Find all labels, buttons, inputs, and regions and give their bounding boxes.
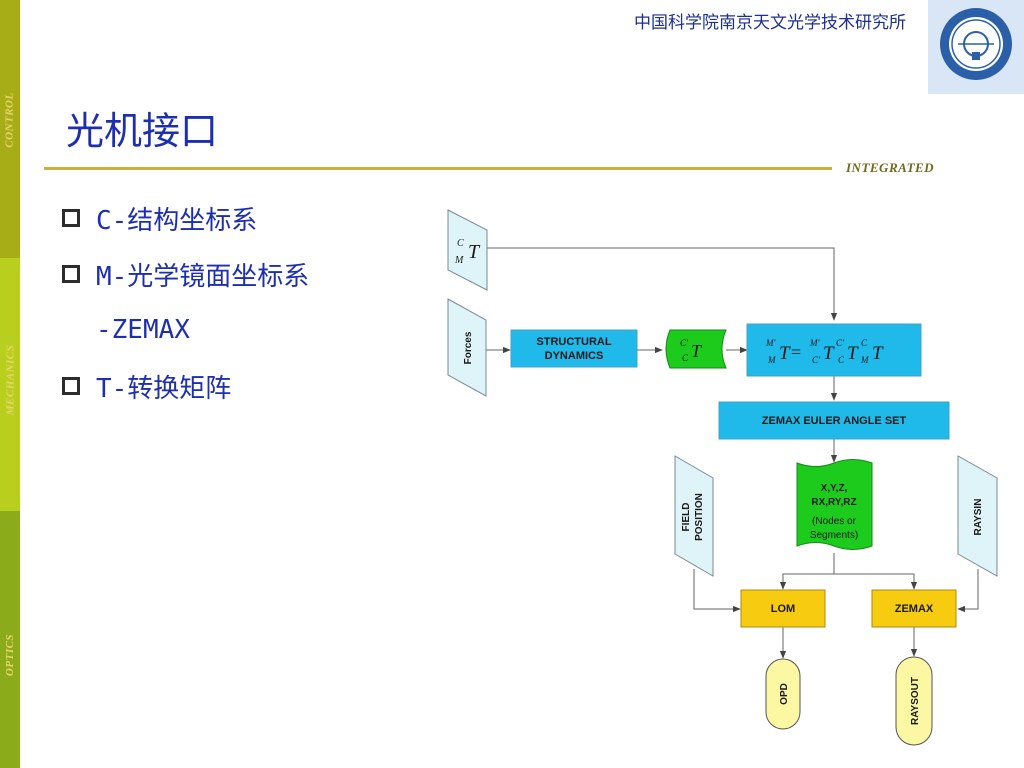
bullet-continuation: -ZEMAX [96,315,190,345]
raysout-label: RAYSOUT [910,677,921,725]
lom-label: LOM [771,603,795,615]
logo-seal-icon [940,8,1012,80]
cct-symbol: T [691,341,703,361]
formula-t3-sup: C' [836,338,845,348]
lom-box: LOM [740,589,826,628]
sidebar-control-band [0,0,20,258]
structural-label-line2: DYNAMICS [545,350,604,362]
bullet-square-icon [62,377,80,395]
institute-logo [928,0,1024,94]
connector-nodes-to-lom [779,553,835,590]
sidebar-label-optics: OPTICS [4,633,16,677]
optomechanical-flow-diagram: C M T Forces STRUCTURAL DYNAMICS C' C T … [447,209,998,746]
flow-connectors [483,247,979,659]
cct-sup: C' [680,338,689,348]
bullet-item: T-转换矩阵 [62,358,309,414]
connector-field-to-lom [693,569,741,613]
raysin-label: RAYSIN [973,499,984,536]
bullet-square-icon [62,265,80,283]
formula-t3-symbol: T [847,343,859,364]
nodes-line1: X,Y,Z, [821,483,848,494]
euler-label: ZEMAX EULER ANGLE SET [762,415,907,427]
connector-cmt-to-formula [483,247,838,321]
formula-t3-sub: C [838,355,845,365]
bullet-square-icon [62,209,80,227]
field-label-line2: POSITION [694,493,705,541]
institute-name: 中国科学院南京天文光学技术研究所 [634,13,906,33]
formula-t1-sup: M' [765,338,776,348]
structural-label-line1: STRUCTURAL [536,336,611,348]
cmt-transform-input: C M T [447,209,488,291]
cmt-sub: M [454,255,464,266]
nodes-line3: (Nodes or [812,516,857,527]
formula-t2-sup: M' [809,338,820,348]
left-sidebar: CONTROL MECHANICS OPTICS [0,0,20,768]
sidebar-mechanics-band [0,258,20,511]
sidebar-label-mechanics: MECHANICS [4,344,16,416]
connector-raysin-to-zemax [957,569,979,613]
cct-sub: C [682,353,689,363]
connector-nodes-to-zemax [834,573,918,590]
forces-input: Forces [447,298,487,397]
formula-t1-symbol: T [779,343,791,364]
zemax-box: ZEMAX [871,589,957,628]
bullet-item: M-光学镜面坐标系 [62,246,309,302]
zemax-euler-box: ZEMAX EULER ANGLE SET [718,401,950,440]
zemax-label: ZEMAX [895,603,934,615]
opd-label: OPD [779,683,790,705]
forces-label: Forces [463,331,474,364]
bullet-item: C-结构坐标系 [62,190,309,246]
cct-data-shape: C' C T [665,329,727,369]
nodes-line4: Segments) [810,530,858,541]
formula-t4-symbol: T [872,343,884,364]
formula-t1-sub: M [767,355,776,365]
formula-t4-sup: C [861,338,868,348]
structural-dynamics-box: STRUCTURAL DYNAMICS [510,329,638,368]
cmt-symbol: T [468,241,481,263]
field-label-line1: FIELD [681,503,692,532]
formula-equals: = [791,342,801,362]
field-position-input: FIELD POSITION [674,455,714,577]
formula-t2-symbol: T [823,343,835,364]
integrated-tag: INTEGRATED [846,160,935,175]
formula-t2-sub: C' [812,355,821,365]
transform-formula-box: M' M T = M' C' T C' C T C M T [746,323,922,377]
raysin-input: RAYSIN [957,455,998,577]
formula-t4-sub: M [860,355,869,365]
title-divider [44,167,832,170]
sidebar-label-control: CONTROL [4,92,17,148]
cmt-sup: C [457,238,464,249]
page-title: 光机接口 [66,109,219,153]
sidebar-optics-band [0,511,20,768]
nodes-line2: RX,RY,RZ [811,497,856,508]
raysout-output: RAYSOUT [895,656,933,746]
opd-output: OPD [765,658,801,730]
nodes-data-document: X,Y,Z, RX,RY,RZ (Nodes or Segments) [796,459,873,550]
bullet-list: C-结构坐标系 M-光学镜面坐标系 -ZEMAX T-转换矩阵 [62,190,309,414]
